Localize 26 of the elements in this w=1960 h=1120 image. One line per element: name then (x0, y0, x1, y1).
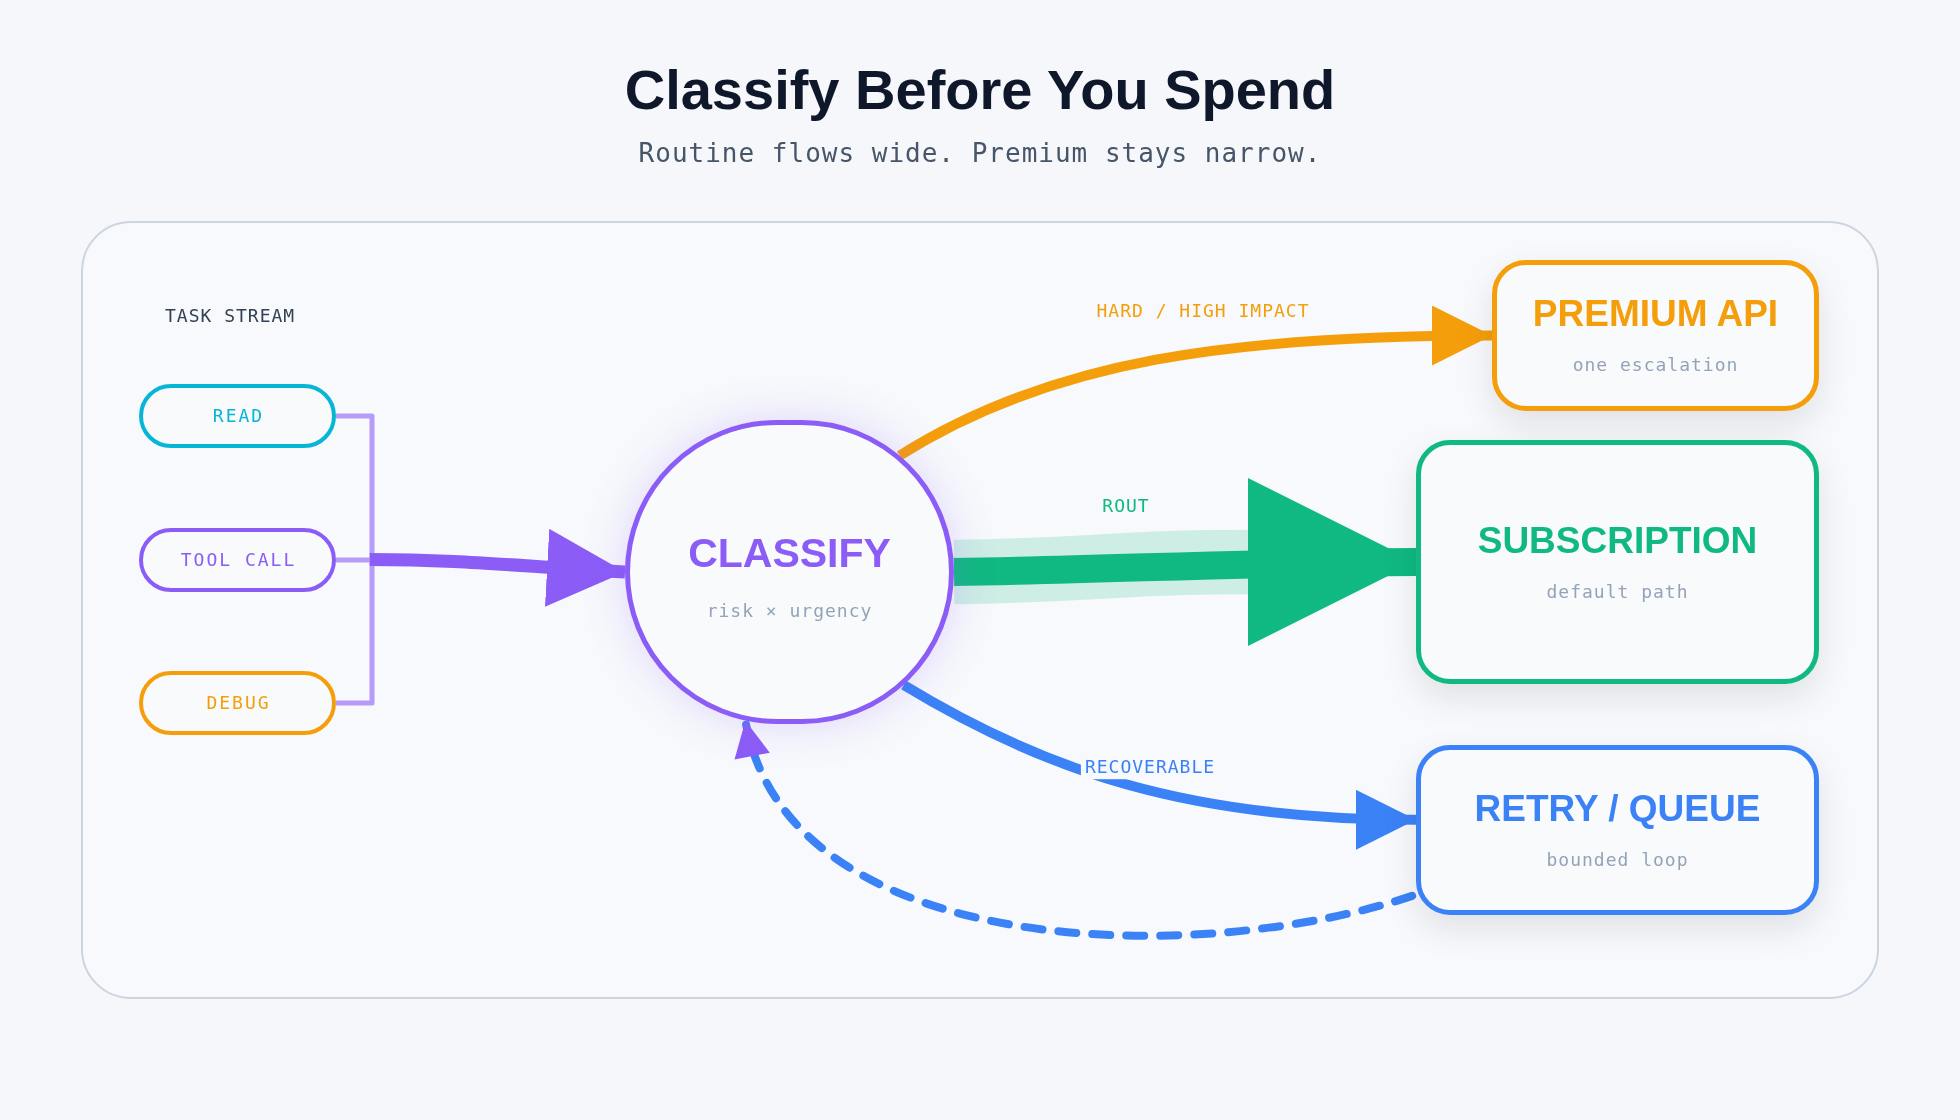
connector-line (336, 413, 375, 553)
subtitle: Routine flows wide. Premium stays narrow. (638, 138, 1322, 170)
node-subtitle: one escalation (1572, 354, 1739, 376)
route-card (1416, 440, 1819, 684)
task-pill (139, 384, 336, 448)
arrow (897, 306, 1493, 460)
node-label: DEBUG (205, 692, 271, 714)
card-title: PREMIUM API (1532, 295, 1779, 333)
node-title: CLASSIFY (688, 532, 891, 574)
task-pill (139, 671, 336, 735)
dashed-arrow (734, 720, 1417, 940)
route-card (1416, 745, 1819, 915)
node-label: READ (211, 405, 265, 427)
arrow (901, 680, 1417, 849)
thick-arrow (953, 478, 1417, 647)
route-card (1492, 260, 1819, 411)
connector-line (336, 566, 375, 706)
card-title: SUBSCRIPTION (1477, 521, 1758, 559)
task-pill (139, 528, 336, 592)
node-label: TOOL CALL (179, 549, 297, 571)
node-subtitle: risk × urgency (706, 599, 873, 622)
card-title: RETRY / QUEUE (1474, 789, 1761, 827)
section-label: TASK STREAM (165, 305, 296, 327)
node-subtitle: default path (1546, 580, 1689, 603)
arrow (369, 528, 626, 607)
node-subtitle: bounded loop (1546, 848, 1689, 871)
